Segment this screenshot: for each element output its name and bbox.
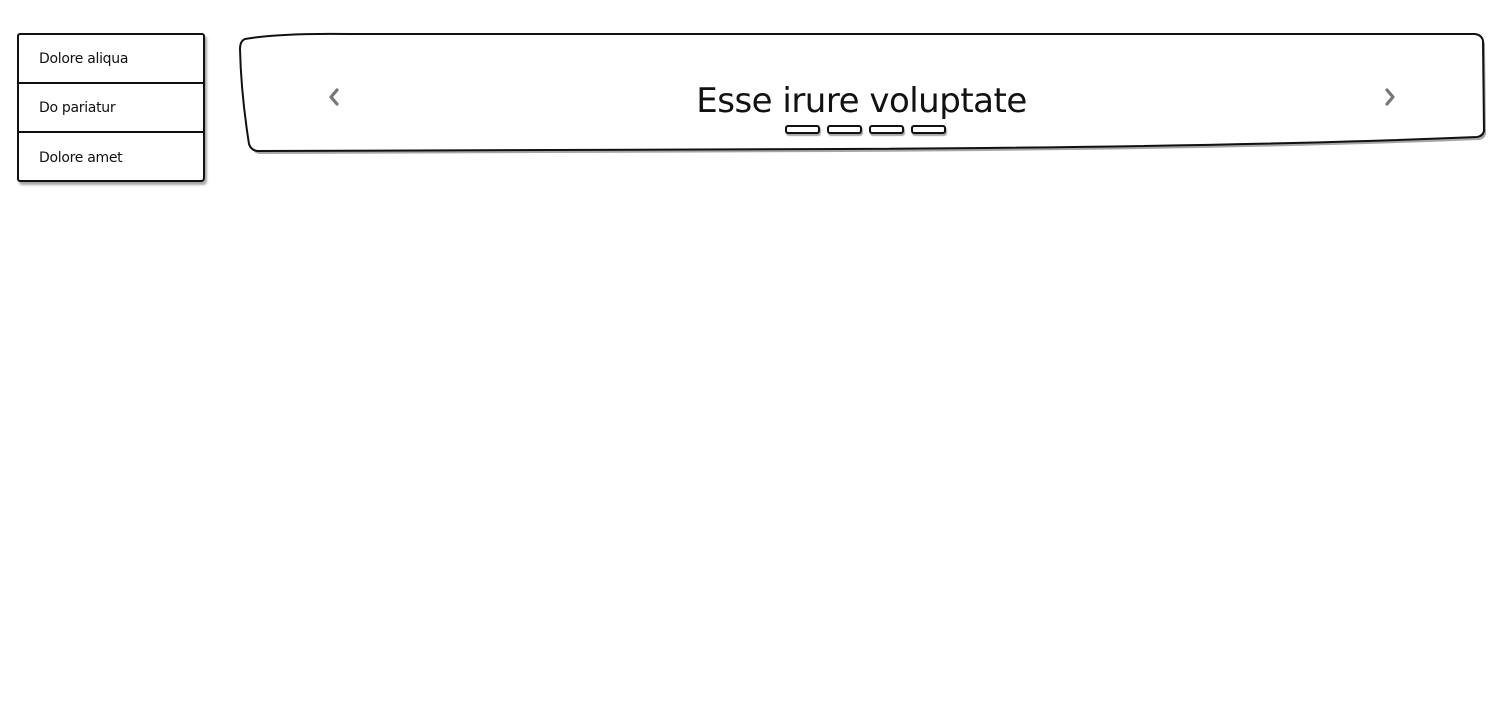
sidebar-list: Dolore aliqua Do pariatur Dolore amet xyxy=(17,33,205,182)
carousel: Esse irure voluptate xyxy=(238,32,1486,154)
carousel-frame xyxy=(238,32,1486,154)
carousel-indicator-1[interactable] xyxy=(785,125,820,134)
carousel-indicator-3[interactable] xyxy=(869,125,904,134)
sidebar-item-label: Do pariatur xyxy=(39,99,116,116)
carousel-slide-title: Esse irure voluptate xyxy=(696,81,1027,121)
carousel-indicators xyxy=(785,125,946,134)
sidebar-item-dolore-aliqua[interactable]: Dolore aliqua xyxy=(19,35,203,84)
carousel-indicator-2[interactable] xyxy=(827,125,862,134)
chevron-left-icon xyxy=(329,88,339,106)
sidebar-item-dolore-amet[interactable]: Dolore amet xyxy=(19,133,203,182)
sidebar-item-label: Dolore aliqua xyxy=(39,50,129,67)
carousel-prev-button[interactable] xyxy=(322,85,346,109)
sidebar-item-label: Dolore amet xyxy=(39,149,123,166)
chevron-right-icon xyxy=(1385,88,1395,106)
carousel-indicator-4[interactable] xyxy=(911,125,946,134)
sidebar-item-do-pariatur[interactable]: Do pariatur xyxy=(19,84,203,133)
carousel-next-button[interactable] xyxy=(1378,85,1402,109)
